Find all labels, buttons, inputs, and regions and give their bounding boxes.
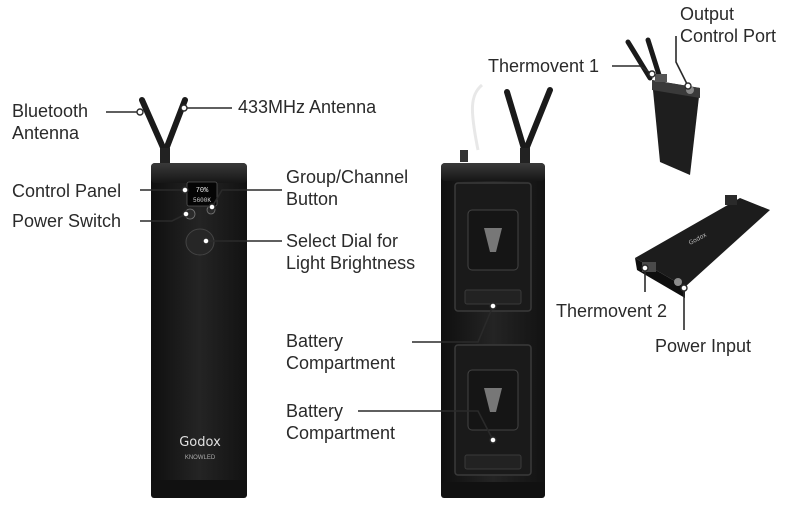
- label-thermovent-2: Thermovent 2: [556, 301, 668, 321]
- label-bluetooth-antenna: Bluetooth Antenna: [12, 101, 89, 143]
- label-select-dial: Select Dial for Light Brightness: [286, 231, 416, 273]
- display-top-text: 70%: [196, 187, 209, 195]
- brand-logo: Godox: [179, 435, 221, 450]
- control-panel-display: 70% 5600K: [186, 181, 218, 207]
- top-view-unit: [625, 37, 700, 175]
- leader-dots: [136, 70, 692, 444]
- label-control-panel: Control Panel: [12, 181, 122, 201]
- leader-output-port: [675, 36, 689, 87]
- thermovent-2-grille: [642, 262, 656, 272]
- front-antennas: [139, 97, 188, 166]
- back-antennas: [460, 83, 553, 166]
- front-body: [151, 163, 247, 497]
- side-view-unit: Godox: [635, 195, 770, 298]
- top-view-body: [652, 80, 700, 175]
- thermovent-1-grille: [655, 74, 667, 82]
- front-bottom-cap: [151, 480, 247, 498]
- battery-compartment-2: [454, 344, 532, 476]
- label-thermovent-1: Thermovent 1: [488, 56, 600, 76]
- label-battery-compartment-1: Battery Compartment: [286, 331, 396, 373]
- label-433mhz-antenna: 433MHz Antenna: [238, 97, 377, 117]
- select-dial[interactable]: [185, 228, 215, 256]
- back-bottom-cap: [441, 482, 545, 498]
- label-output-control-port: Output Control Port: [680, 4, 777, 46]
- label-group-channel-button: Group/Channel Button: [286, 167, 409, 209]
- leader-lines: [106, 36, 689, 441]
- leader-thermovent-1: [612, 65, 653, 75]
- battery-compartment-1: [454, 182, 532, 312]
- leader-power-switch: [140, 213, 187, 222]
- leader-group-channel: [211, 189, 282, 208]
- back-unit: [441, 83, 553, 498]
- label-power-switch: Power Switch: [12, 211, 122, 231]
- leader-battery-1: [412, 305, 494, 343]
- side-view-body: [635, 198, 770, 287]
- back-top-cap: [441, 163, 545, 181]
- front-top-cap: [151, 163, 247, 183]
- display-bottom-text: 5600K: [193, 197, 211, 204]
- front-unit: 70% 5600K Godox KNOWLED: [139, 97, 247, 498]
- leader-battery-2: [358, 410, 494, 441]
- label-battery-compartment-2: Battery Compartment: [286, 401, 396, 443]
- model-text: KNOWLED: [185, 455, 216, 461]
- power-input-connector[interactable]: [674, 278, 682, 286]
- label-power-input: Power Input: [655, 336, 752, 356]
